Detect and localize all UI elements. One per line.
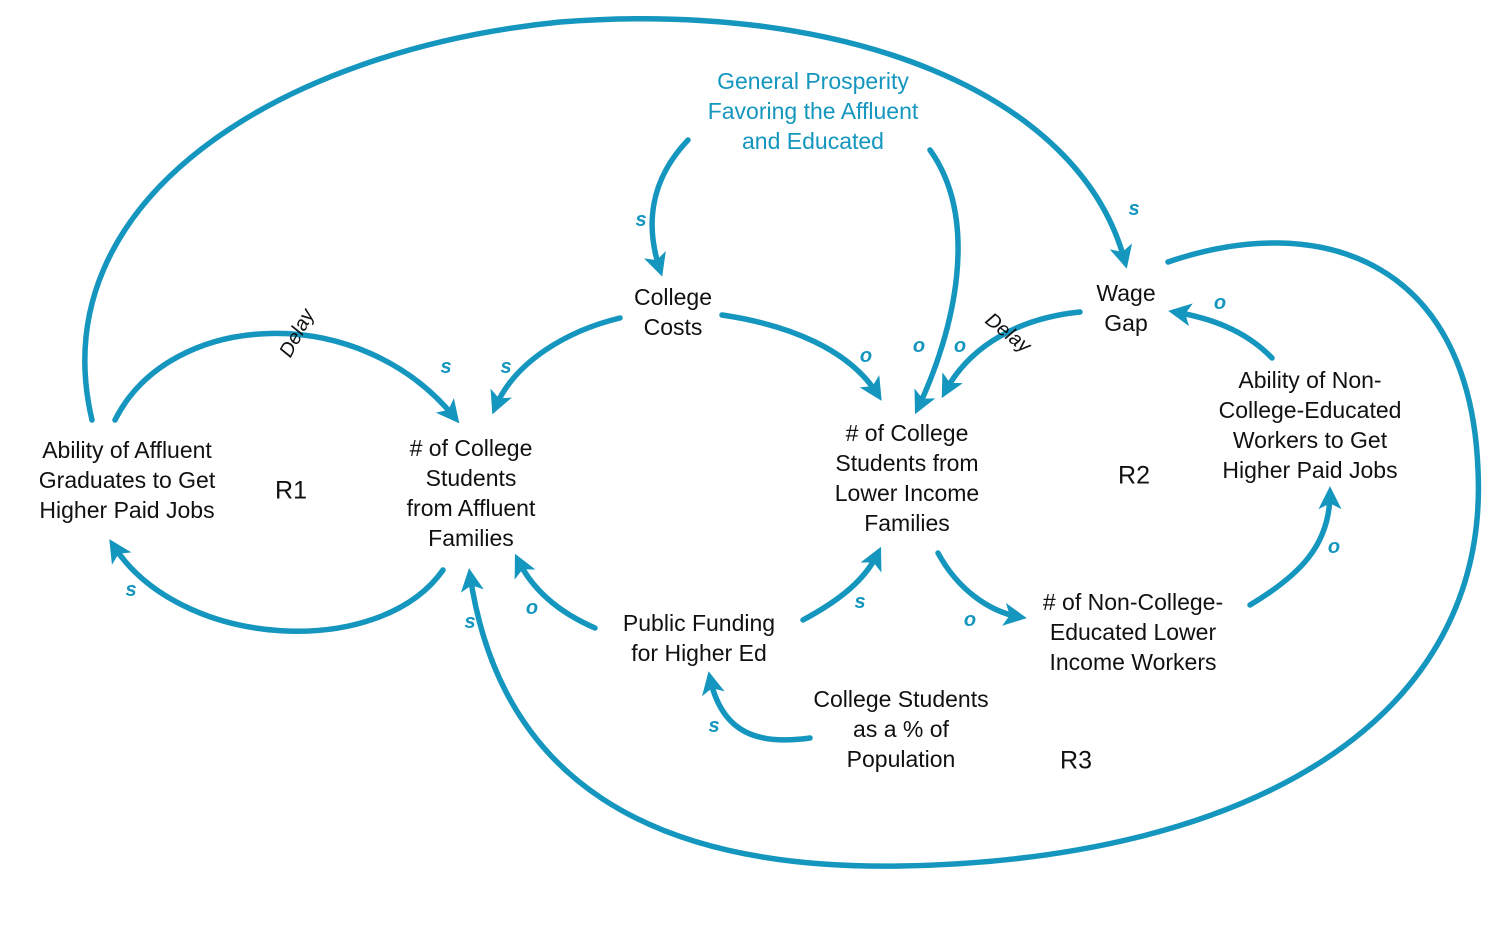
students-affluent-line-3: from Affluent — [406, 495, 536, 521]
link-ability-non-college-to-wage-gap — [1168, 303, 1275, 361]
ability-affluent-line-3: Higher Paid Jobs — [39, 497, 215, 523]
polarity-delay-r1: s — [440, 356, 452, 378]
link-ability-affluent-to-students-affluent — [112, 330, 460, 424]
polarity-pct-funding: s — [708, 715, 720, 737]
link-students-affluent-to-ability-affluent — [109, 539, 446, 634]
polarity-wage-gap-lower: o — [953, 335, 967, 357]
students-affluent-line-1: # of College — [409, 435, 533, 461]
variable-college-pct: College Students as a % of Population — [813, 684, 988, 774]
polarity-wage-gap-affluent: s — [464, 611, 476, 633]
loop-label-r2: R2 — [1118, 461, 1150, 490]
wage-gap-line-2: Gap — [1104, 310, 1148, 336]
link-students-lower-to-non-college-workers — [935, 550, 1027, 626]
polarity-workers-ability: o — [1327, 536, 1341, 558]
polarity-funding-affluent: o — [525, 597, 539, 619]
polarity-non-college-wage-gap: o — [1213, 292, 1227, 314]
ability-affluent-line-1: Ability of Affluent — [42, 437, 212, 463]
link-wage-gap-to-students-affluent — [460, 240, 1482, 869]
general-prosperity-line-1: General Prosperity — [717, 68, 909, 94]
link-ability-affluent-to-wage-gap — [82, 16, 1133, 423]
students-lower-line-3: Lower Income — [834, 480, 980, 506]
students-affluent-line-2: Students — [425, 465, 517, 491]
loop-label-r3: R3 — [1060, 746, 1092, 775]
link-public-funding-to-students-lower — [800, 546, 882, 623]
link-college-costs-to-students-affluent — [490, 315, 623, 415]
polarity-costs-lower: o — [859, 345, 873, 367]
students-lower-line-1: # of College — [845, 420, 969, 446]
ability-affluent-line-2: Graduates to Get — [38, 467, 216, 493]
general-prosperity-line-3: and Educated — [742, 128, 884, 154]
ability-non-college-line-1: Ability of Non- — [1238, 367, 1382, 393]
ability-non-college-line-2: College-Educated — [1218, 397, 1402, 423]
variable-general-prosperity: General Prosperity Favoring the Affluent… — [708, 66, 919, 156]
link-college-costs-to-students-lower — [719, 312, 882, 401]
non-college-workers-line-1: # of Non-College- — [1042, 589, 1224, 615]
college-pct-line-3: Population — [846, 746, 956, 772]
variable-public-funding: Public Funding for Higher Ed — [623, 608, 775, 668]
college-costs-line-1: College — [634, 284, 712, 310]
polarity-students-affluent-ability: s — [125, 579, 137, 601]
link-prosperity-to-college-costs — [643, 137, 691, 277]
polarity-lower-non-college: o — [963, 609, 977, 631]
wage-gap-line-1: Wage — [1096, 280, 1156, 306]
ability-non-college-line-4: Higher Paid Jobs — [1222, 457, 1398, 483]
link-non-college-workers-to-ability-non-college — [1247, 486, 1342, 608]
link-public-funding-to-students-affluent — [514, 553, 598, 631]
general-prosperity-line-2: Favoring the Affluent — [707, 98, 919, 124]
variable-non-college-workers: # of Non-College- Educated Lower Income … — [1043, 587, 1223, 677]
college-pct-line-1: College Students — [813, 686, 989, 712]
public-funding-line-1: Public Funding — [622, 610, 776, 636]
college-costs-line-2: Costs — [643, 314, 703, 340]
polarity-funding-lower: s — [854, 591, 866, 613]
polarity-ability-affluent-wage-gap: s — [1128, 198, 1140, 220]
polarity-costs-affluent: s — [500, 356, 512, 378]
non-college-workers-line-2: Educated Lower — [1049, 619, 1217, 645]
public-funding-line-2: for Higher Ed — [631, 640, 767, 666]
polarity-prosperity-lower: o — [912, 335, 926, 357]
variable-students-lower: # of College Students from Lower Income … — [835, 418, 979, 538]
variable-college-costs: College Costs — [634, 282, 712, 342]
college-pct-line-2: as a % of — [853, 716, 949, 742]
polarity-prosperity-costs: s — [635, 209, 647, 231]
link-college-pct-to-public-funding — [702, 671, 813, 743]
students-affluent-line-4: Families — [428, 525, 514, 551]
students-lower-line-4: Families — [864, 510, 950, 536]
ability-non-college-line-3: Workers to Get — [1232, 427, 1388, 453]
variable-wage-gap: Wage Gap — [1096, 278, 1155, 338]
students-lower-line-2: Students from — [835, 450, 979, 476]
link-wage-gap-to-students-lower — [941, 309, 1083, 399]
variable-ability-non-college: Ability of Non- College-Educated Workers… — [1219, 365, 1402, 485]
variable-ability-affluent: Ability of Affluent Graduates to Get Hig… — [39, 435, 215, 525]
non-college-workers-line-3: Income Workers — [1049, 649, 1217, 675]
loop-label-r1: R1 — [275, 476, 307, 505]
variable-students-affluent: # of College Students from Affluent Fami… — [407, 433, 536, 553]
link-prosperity-to-students-lower — [914, 147, 961, 415]
